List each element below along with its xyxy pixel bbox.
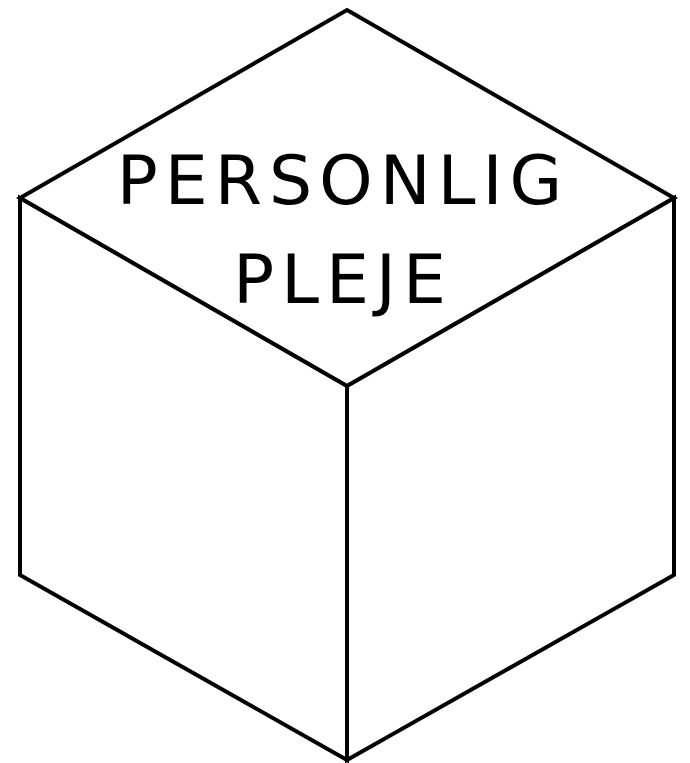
cube-label-line-1: PERSONLIG — [117, 142, 569, 221]
cube-label-line-2: PLEJE — [233, 241, 453, 320]
cube-right-face — [345, 194, 676, 763]
